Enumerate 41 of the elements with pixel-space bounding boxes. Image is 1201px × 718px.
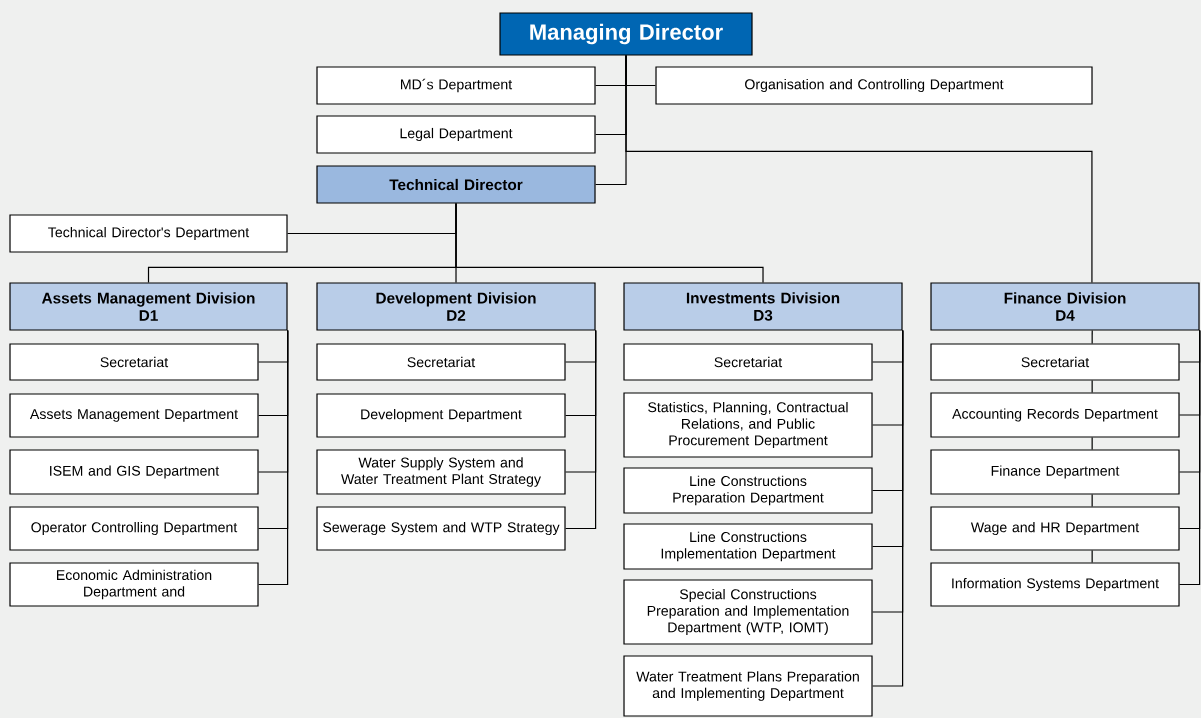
department-box: Line Constructions Preparation Department	[623, 467, 873, 514]
department-box: Development Department	[316, 393, 566, 438]
department-box: Secretariat	[623, 343, 873, 381]
connector-line	[1179, 330, 1201, 586]
department-box: Sewerage System and WTP Strategy	[316, 506, 566, 551]
connector-line	[1091, 380, 1093, 393]
department-box: Technical Director's Department	[9, 214, 288, 253]
connector-line	[872, 330, 904, 687]
department-box: Statistics, Planning, Contractual Relations, and Public Procurement Department	[623, 392, 873, 458]
director-box: Managing Director	[499, 12, 753, 56]
department-box: Finance Department	[930, 449, 1180, 495]
department-box: Wage and HR Department	[930, 506, 1180, 551]
department-box: ISEM and GIS Department	[9, 449, 259, 495]
connector-line	[1091, 437, 1093, 450]
department-box: Secretariat	[9, 343, 259, 381]
division-box: Investments Division D3	[623, 282, 903, 331]
department-box: MD´s Department	[316, 66, 596, 105]
department-box: Operator Controlling Department	[9, 506, 259, 551]
department-box: Accounting Records Department	[930, 392, 1180, 438]
connector-line	[1091, 330, 1093, 344]
department-box: Economic Administration Department and	[9, 562, 259, 607]
connector-line	[565, 330, 597, 530]
department-box: Line Constructions Implementation Department	[623, 523, 873, 570]
connector-line	[455, 203, 764, 283]
connector-line	[1091, 550, 1093, 563]
department-box: Information Systems Department	[930, 562, 1180, 607]
department-box: Assets Management Department	[9, 393, 259, 438]
connector-line	[1091, 494, 1093, 507]
department-box: Special Constructions Preparation and Implementation Department (WTP, IOMT)	[623, 579, 873, 645]
department-box: Water Supply System and Water Treatment Plant Strategy	[316, 449, 566, 495]
division-box: Assets Management Division D1	[9, 282, 288, 331]
department-box: Secretariat	[930, 343, 1180, 381]
division-box: Finance Division D4	[930, 282, 1200, 331]
department-box: Water Treatment Plans Preparation and Implementing Department	[623, 655, 873, 717]
department-box: Secretariat	[316, 343, 566, 381]
department-box: Organisation and Controlling Department	[655, 66, 1093, 105]
connector-line	[625, 55, 1093, 283]
department-box: Legal Department	[316, 115, 596, 154]
connector-line	[258, 330, 289, 586]
division-box: Development Division D2	[316, 282, 596, 331]
director-box: Technical Director	[316, 165, 596, 204]
